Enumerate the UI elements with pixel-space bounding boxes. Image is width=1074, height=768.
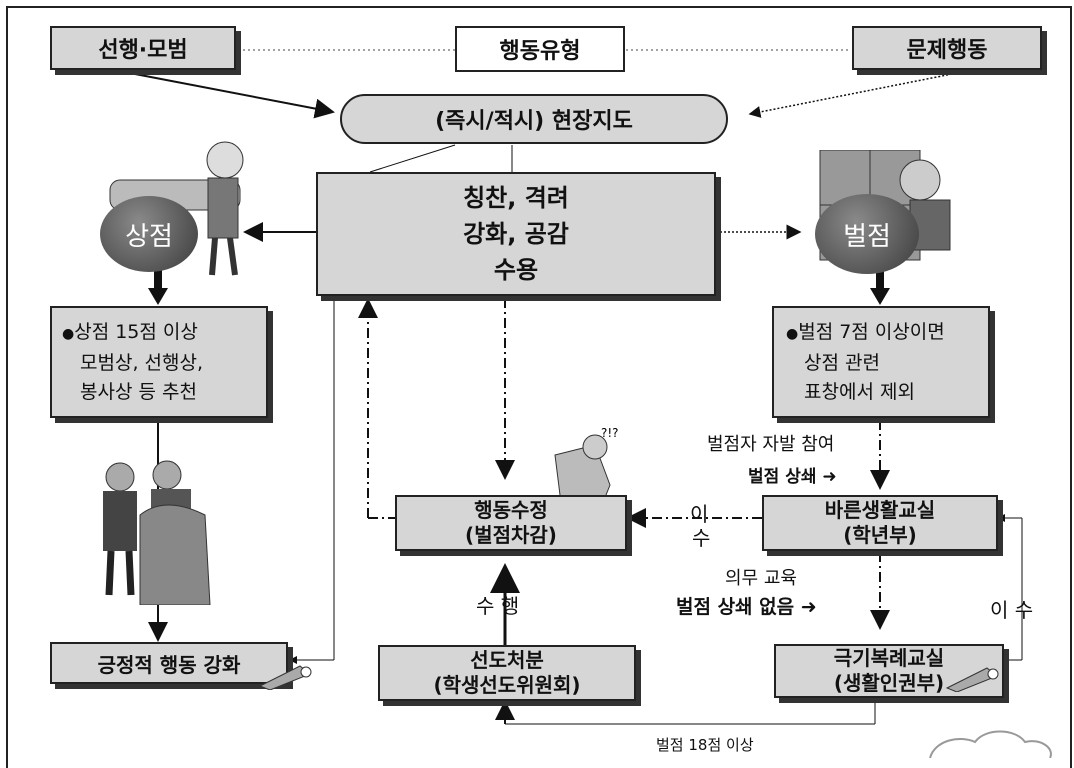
no-cancel-label: 벌점 상쇄 없음 ➜ (676, 596, 817, 618)
pencil-icon (945, 667, 999, 692)
merit-badge: 상점 (100, 196, 198, 272)
demerit-line-3: 표창에서 제외 (804, 380, 915, 403)
merit-info-box: ●상점 15점 이상 모범상, 선행상, 봉사상 등 추천 (50, 306, 268, 418)
merit-line-2: 모범상, 선행상, (80, 351, 203, 374)
right-life-box: 바른생활교실 (학년부) (762, 495, 998, 551)
mandatory-label: 의무 교육 (725, 568, 797, 589)
demerit-badge-label: 벌점 (843, 221, 891, 252)
praise-line-1: 칭찬, 격려 (463, 184, 569, 212)
pencil-icon (258, 665, 312, 690)
correction-title: 행동수정 (474, 498, 548, 522)
right-life-subtitle: (학년부) (843, 523, 917, 547)
students-illustration (103, 460, 211, 605)
demerit-line-2: 상점 관련 (804, 351, 880, 374)
bullet-icon: ● (62, 325, 75, 342)
complete-right-label: 이 수 (990, 598, 1034, 622)
right-life-title: 바른생활교실 (824, 498, 936, 522)
top-right-box: 문제행동 (852, 26, 1042, 70)
merit-badge-label: 상점 (125, 221, 173, 252)
top-left-label: 선행·모범 (98, 38, 188, 63)
self-control-title: 극기복례교실 (833, 646, 945, 670)
top-center-box: 행동유형 (455, 26, 625, 72)
top-right-label: 문제행동 (906, 38, 988, 63)
complete-label-1: 이 (690, 502, 709, 526)
merit-line-1: ●상점 15점 이상 (62, 320, 198, 343)
perform-label: 수 행 (476, 594, 520, 618)
guidance-disp-subtitle: (학생선도위원회) (433, 673, 581, 697)
over18-label: 벌점 18점 이상 (656, 736, 754, 754)
positive-box: 긍정적 행동 강화 (50, 642, 288, 684)
praise-line-2: 강화, 공감 (463, 220, 569, 248)
guidance-label: (즉시/적시) 현장지도 (435, 109, 633, 134)
bullet-icon: ● (786, 325, 799, 342)
praise-box: 칭찬, 격려 강화, 공감 수용 (316, 172, 716, 296)
positive-label: 긍정적 행동 강화 (97, 652, 241, 677)
guidance-oval: (즉시/적시) 현장지도 (340, 94, 728, 144)
correction-subtitle: (벌점차감) (465, 523, 557, 547)
correction-box: 행동수정 (벌점차감) (395, 495, 627, 551)
demerit-badge: 벌점 (815, 194, 919, 274)
demerit-info-box: ●벌점 7점 이상이면 상점 관련 표창에서 제외 (772, 306, 990, 418)
cancel-label: 벌점 상쇄 ➜ (748, 467, 837, 487)
merit-line-3: 봉사상 등 추천 (80, 380, 197, 403)
demerit-line-1: ●벌점 7점 이상이면 (786, 320, 945, 343)
self-control-subtitle: (생활인권부) (833, 671, 945, 695)
top-left-box: 선행·모범 (50, 26, 236, 70)
complete-label-2: 수 (692, 526, 711, 550)
praise-line-3: 수용 (493, 256, 539, 284)
top-center-label: 행동유형 (499, 39, 581, 64)
guidance-disposition-box: 선도처분 (학생선도위원회) (378, 645, 636, 701)
svg-text:?!?: ?!? (601, 426, 619, 440)
guidance-disp-title: 선도처분 (470, 648, 544, 672)
diagram-frame (6, 6, 1072, 768)
voluntary-label: 벌점자 자발 참여 (707, 434, 835, 455)
